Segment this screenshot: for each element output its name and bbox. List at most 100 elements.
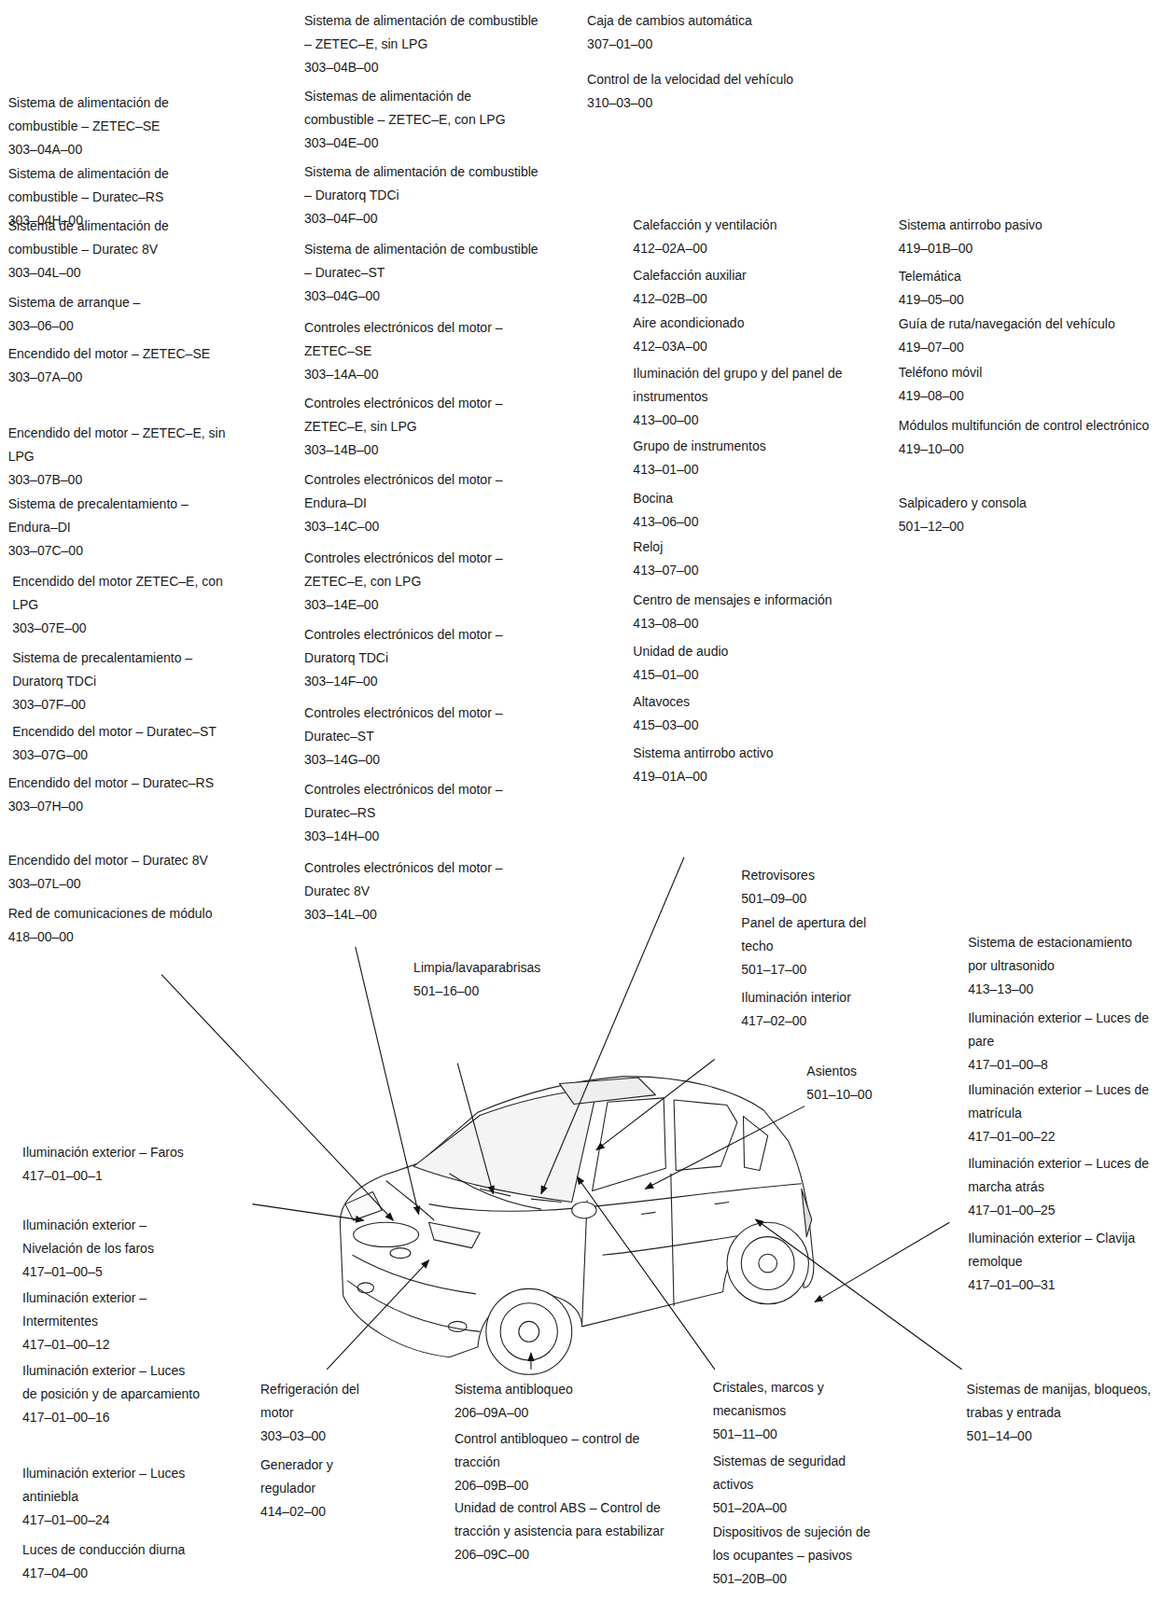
section-code: 303–07H–00 (8, 795, 241, 819)
system-name: Sistemas de manijas, bloqueos, trabas y … (966, 1378, 1156, 1426)
leader-lines (161, 857, 963, 1371)
system-name: Sistema de precalentamiento – Endura–DI (8, 492, 241, 540)
section-code: 417–02–00 (741, 1009, 890, 1034)
system-name: Iluminación exterior – Clavija remolque (967, 1227, 1154, 1274)
system-name: Controles electrónicos del motor – Durat… (304, 701, 545, 749)
system-name: Calefacción auxiliar (632, 264, 883, 288)
system-name: Sistema antirrobo pasivo (898, 213, 1152, 238)
section-code: 206–09C–00 (454, 1543, 680, 1567)
section-code: 303–03–00 (260, 1425, 378, 1449)
system-name: Luces de conducción diurna (22, 1538, 201, 1563)
section-code: 303–14G–00 (304, 748, 545, 772)
callout-group: Sistemas de alimentación de combustible … (304, 84, 545, 155)
section-code: 303–14A–00 (304, 363, 545, 387)
callout-group: Control antibloqueo – control de tracció… (454, 1427, 680, 1498)
callout-group: Guía de ruta/navegación del vehículo419–… (898, 312, 1152, 360)
system-name: Teléfono móvil (898, 361, 1152, 385)
section-code: 413–08–00 (632, 612, 883, 636)
section-code: 501–11–00 (713, 1423, 882, 1447)
system-name: Módulos multifunción de control electrón… (898, 414, 1152, 438)
system-name: Sistema de estacionamiento por ultrasoni… (967, 931, 1154, 979)
callout-group: Sistema antirrobo activo419–01A–00 (632, 741, 883, 789)
callout-group: Red de comunicaciones de módulo418–00–00 (8, 902, 241, 950)
section-code: 417–01–00–31 (967, 1273, 1154, 1298)
section-code: 419–08–00 (898, 384, 1152, 408)
callout-group: Salpicadero y consola501–12–00 (898, 491, 1152, 539)
system-name: Controles electrónicos del motor – ZETEC… (304, 546, 545, 594)
callout-group: Caja de cambios automática307–01–00 (587, 9, 853, 56)
section-code: 412–03A–00 (632, 335, 883, 359)
section-code: 414–02–00 (260, 1500, 378, 1525)
callout-group: Controles electrónicos del motor – Durat… (304, 623, 545, 694)
callout-group: Generador y regulador414–02–00 (260, 1454, 378, 1525)
system-name: Iluminación exterior – Intermitentes (22, 1286, 201, 1334)
section-code: 303–07A–00 (8, 365, 241, 390)
callout-group: Unidad de control ABS – Control de tracc… (454, 1496, 680, 1567)
callout-group: Encendido del motor – Duratec–ST303–07G–… (12, 720, 245, 768)
section-code: 417–01–00–24 (22, 1509, 201, 1533)
section-code: 418–00–00 (8, 925, 241, 950)
system-name: Sistemas de alimentación de combustible … (304, 84, 545, 132)
section-code: 417–01–00–16 (22, 1406, 201, 1430)
callout-group: Sistema de precalentamiento – Duratorq T… (12, 646, 245, 717)
section-code: 501–14–00 (966, 1425, 1156, 1449)
system-name: Controles electrónicos del motor – ZETEC… (304, 316, 545, 364)
section-code: 303–07E–00 (12, 616, 245, 641)
callout-group: Encendido del motor – ZETEC–E, sin LPG30… (8, 421, 241, 492)
section-code: 417–01–00–5 (22, 1260, 201, 1285)
section-code: 413–07–00 (632, 559, 883, 583)
section-code: 417–04–00 (22, 1562, 201, 1586)
callout-group: Unidad de audio415–01–00 (632, 640, 883, 687)
callout-group: Sistema de alimentación de combustible –… (304, 237, 545, 308)
section-code: 307–01–00 (587, 32, 853, 56)
section-code: 412–02A–00 (632, 237, 883, 261)
system-name: Iluminación exterior – Faros (22, 1141, 201, 1165)
system-name: Iluminación exterior – Luces de marcha a… (967, 1152, 1154, 1200)
callout-group: Panel de apertura del techo501–17–00 (741, 911, 890, 982)
section-code: 417–01–00–12 (22, 1333, 201, 1357)
callout-group: Sistema de alimentación de combustible –… (8, 91, 241, 162)
callout-group: Iluminación exterior – Clavija remolque4… (967, 1227, 1154, 1298)
callout-group: Encendido del motor ZETEC–E, con LPG303–… (12, 570, 245, 641)
system-name: Salpicadero y consola (898, 491, 1152, 516)
system-name: Sistema antibloqueo (454, 1378, 680, 1402)
system-name: Refrigeración del motor (260, 1378, 378, 1426)
system-name: Unidad de control ABS – Control de tracc… (454, 1496, 680, 1544)
callout-group: Iluminación exterior – Intermitentes417–… (22, 1286, 201, 1357)
section-code: 419–01A–00 (632, 765, 883, 789)
section-code: 206–09A–00 (454, 1401, 680, 1426)
system-name: Limpia/lavaparabrisas (413, 956, 567, 980)
callout-group: Asientos501–10–00 (806, 1060, 898, 1107)
section-code: 310–03–00 (587, 91, 853, 115)
section-code: 417–01–00–8 (967, 1053, 1154, 1078)
callout-group: Iluminación interior417–02–00 (741, 986, 890, 1034)
system-name: Controles electrónicos del motor – Durat… (304, 856, 545, 904)
system-name: Controles electrónicos del motor – Endur… (304, 468, 545, 516)
system-name: Sistema de arranque – (8, 291, 241, 315)
callout-group: Sistemas de manijas, bloqueos, trabas y … (966, 1378, 1156, 1449)
system-name: Sistema de alimentación de combustible –… (304, 160, 545, 208)
section-code: 303–07C–00 (8, 539, 241, 563)
system-name: Bocina (632, 487, 883, 511)
system-name: Iluminación exterior – Luces antiniebla (22, 1462, 201, 1510)
callout-group: Controles electrónicos del motor – Durat… (304, 701, 545, 772)
section-code: 501–10–00 (806, 1083, 898, 1107)
callout-group: Encendido del motor – ZETEC–SE303–07A–00 (8, 342, 241, 390)
callout-group: Sistema de alimentación de combustible –… (8, 214, 241, 285)
section-code: 419–01B–00 (898, 237, 1152, 261)
callout-group: Sistema de estacionamiento por ultrasoni… (967, 931, 1154, 1002)
section-code: 303–07G–00 (12, 743, 245, 768)
callout-group: Telemática419–05–00 (898, 265, 1152, 312)
section-code: 303–06–00 (8, 314, 241, 338)
callout-group: Centro de mensajes e información413–08–0… (632, 588, 883, 636)
section-code: 206–09B–00 (454, 1474, 680, 1498)
system-name: Calefacción y ventilación (632, 213, 883, 238)
system-name: Caja de cambios automática (587, 9, 853, 33)
system-name: Altavoces (632, 690, 883, 714)
system-name: Sistema de alimentación de combustible –… (304, 237, 545, 285)
system-name: Controles electrónicos del motor – ZETEC… (304, 391, 545, 439)
system-name: Control de la velocidad del vehículo (587, 68, 853, 92)
section-code: 303–14E–00 (304, 593, 545, 617)
callout-group: Controles electrónicos del motor – ZETEC… (304, 391, 545, 462)
system-name: Sistema de alimentación de combustible –… (8, 214, 241, 262)
